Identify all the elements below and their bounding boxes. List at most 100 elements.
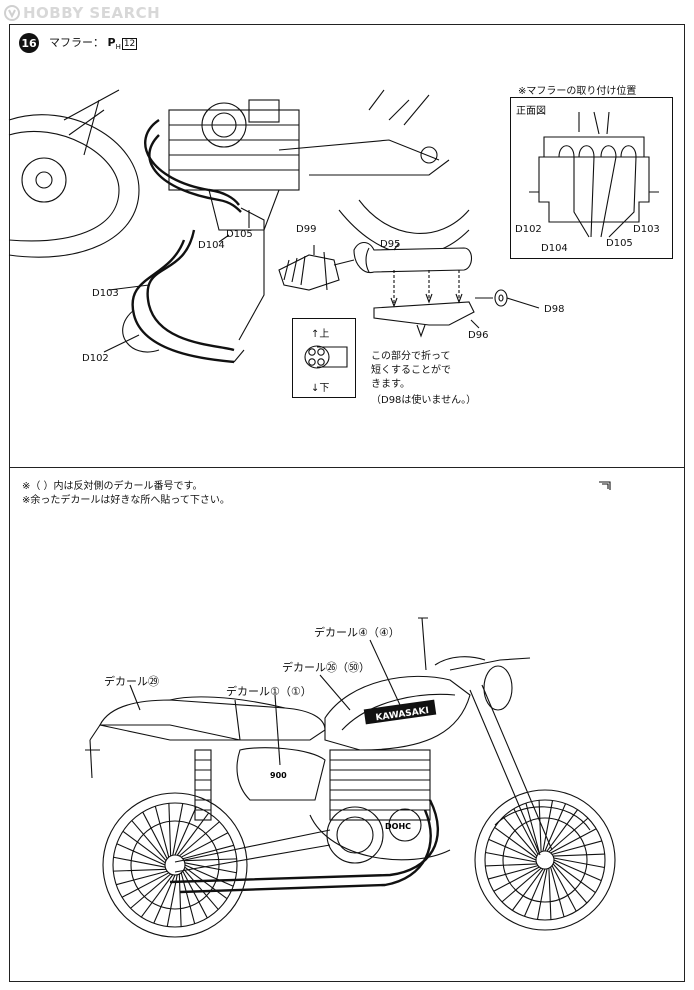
- wheel-spoke: [130, 873, 172, 909]
- cut-note-line3: きます。: [371, 379, 410, 390]
- rear-fender: [89, 724, 241, 741]
- watermark-text: HOBBY SEARCH: [23, 4, 161, 22]
- decal-label-1: デカール①（①）: [226, 685, 312, 698]
- decal-label-4: デカール④（④）: [314, 626, 400, 639]
- exhaust-header-pipes: [131, 119, 242, 364]
- wheel-spoke: [140, 874, 174, 918]
- wheel-spoke: [485, 851, 537, 863]
- side-badge-text: 900: [270, 771, 287, 780]
- wheel-spoke: [183, 858, 237, 862]
- wheel-spoke: [184, 866, 228, 900]
- front-fork: [418, 617, 553, 856]
- decal-label-26: デカール㉖（㊿）: [282, 661, 370, 674]
- page-ref-number: 12: [121, 38, 138, 51]
- decal-notes: ※（ ）内は反対側のデカール番号です。 ※余ったデカールは好きな所へ貼って下さい…: [22, 480, 230, 508]
- label-d105: D105: [226, 229, 253, 240]
- wheel-spoke: [121, 872, 170, 898]
- registration-mark-icon: [599, 481, 611, 490]
- decal-note-line1: ※（ ）内は反対側のデカール番号です。: [22, 481, 203, 492]
- wheel-spoke: [178, 821, 220, 857]
- page-frame: [9, 24, 685, 982]
- wheel-spoke: [183, 868, 219, 910]
- collector-end-icon: [304, 345, 348, 369]
- wheel-spoke: [552, 863, 588, 904]
- inset-label-d102: D102: [515, 224, 542, 235]
- cut-note-line4: （D98は使いません。）: [371, 395, 477, 406]
- wheel-spoke: [542, 800, 554, 852]
- exhaust-pipes: [169, 799, 440, 894]
- wheel-spoke: [538, 800, 542, 852]
- collector-detail-box: ↑上 ↓下: [292, 318, 356, 398]
- wheel-spoke: [553, 861, 596, 894]
- wheel-spoke: [548, 817, 589, 853]
- label-d99: D99: [296, 224, 317, 235]
- wheel-spoke: [551, 840, 603, 855]
- wheel-spoke: [131, 820, 167, 862]
- label-d98: D98: [544, 304, 565, 315]
- cut-note: この部分で折って 短くすることがで きます。 （D98は使いません。）: [371, 350, 476, 408]
- page-ref-letter: P: [107, 36, 116, 50]
- wheel-spoke: [122, 830, 166, 864]
- wheel-spoke: [180, 832, 229, 858]
- wheel-spoke: [488, 838, 537, 861]
- wheel-spoke: [544, 803, 567, 852]
- wheel-spoke: [487, 865, 539, 880]
- decal-label-29: デカール㉙: [104, 675, 159, 688]
- wheel-spoke: [184, 862, 237, 874]
- wheel-spoke: [550, 866, 565, 918]
- step-number: 16: [19, 33, 39, 53]
- wheel-spoke: [553, 857, 605, 869]
- engine: [309, 749, 451, 864]
- front-fender: [494, 806, 591, 831]
- wheel-spoke: [553, 853, 605, 857]
- wheel-spoke: [548, 868, 552, 920]
- wheel-spoke: [493, 866, 540, 892]
- wheel-spoke: [116, 843, 166, 866]
- label-d102: D102: [82, 353, 109, 364]
- swingarm: [174, 829, 331, 873]
- wheel-spoke: [511, 868, 544, 911]
- wheel-spoke: [113, 856, 166, 868]
- hobby-search-logo-icon: [4, 5, 20, 21]
- page-ref-sub: H: [115, 43, 121, 52]
- wheel-spoke: [182, 844, 234, 860]
- muffler-joint: [333, 259, 355, 266]
- leader-lines: [103, 210, 540, 353]
- wheel-spoke: [513, 808, 539, 855]
- front-view-pipes-drawing: [529, 111, 659, 238]
- engine-block: [168, 99, 300, 231]
- wheel-spoke: [172, 803, 184, 856]
- decal-leader-lines: [129, 639, 401, 766]
- wheel-spoke: [523, 868, 546, 917]
- wheel-spoke: [154, 806, 170, 858]
- wheel-spoke: [551, 865, 577, 912]
- wheel-spoke: [502, 816, 538, 857]
- wheel-spoke: [174, 806, 197, 856]
- wheel-spoke: [168, 803, 172, 857]
- collector-d99: [278, 251, 340, 291]
- wheel-spoke: [550, 828, 597, 854]
- wheel-spoke: [525, 802, 540, 854]
- inset-label-d103: D103: [633, 224, 660, 235]
- rear-wheel: [102, 792, 248, 938]
- step-title-text: マフラー：: [49, 36, 104, 50]
- section-divider: [9, 467, 685, 468]
- cut-note-line2: 短くすることがで: [371, 365, 451, 376]
- front-wheel: [474, 789, 616, 931]
- cut-note-line1: この部分で折って: [371, 351, 451, 362]
- side-cover: [236, 747, 326, 801]
- front-wheel-partial: [8, 89, 140, 258]
- wheel-spoke: [182, 870, 208, 919]
- inset-view-label: 正面図: [516, 106, 546, 117]
- engine-assembly-drawing: [8, 89, 540, 364]
- muffler-d95: [353, 241, 473, 274]
- tail-light: [85, 739, 100, 779]
- wheel-spoke: [113, 868, 167, 872]
- wheel-spoke: [176, 812, 210, 856]
- orientation-down: ↓下: [311, 383, 330, 394]
- bracket-d96: [373, 270, 475, 338]
- inset-label-d105: D105: [606, 238, 633, 249]
- inset-front-view: 正面図 D102 D104 D105 D103: [510, 97, 673, 259]
